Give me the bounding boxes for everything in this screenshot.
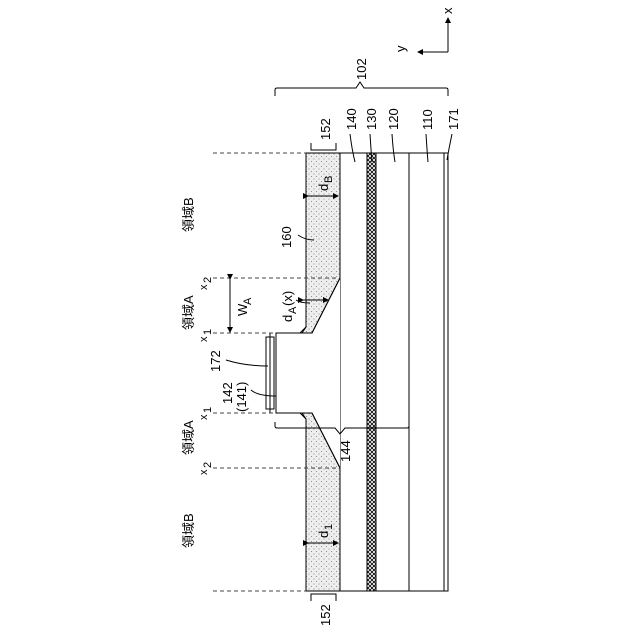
label-142: 142 [220, 382, 235, 404]
svg-text:1: 1 [202, 329, 214, 335]
label-171: 171 [446, 108, 461, 130]
layer-171 [444, 153, 448, 591]
svg-text:2: 2 [202, 277, 214, 283]
svg-text:x: x [198, 284, 210, 290]
pos-x2-bottom: x2 [198, 462, 214, 475]
svg-text:x: x [198, 336, 210, 342]
layer-120 [376, 153, 409, 591]
svg-text:x: x [198, 414, 210, 420]
label-152-bottom: 152 [318, 604, 333, 626]
layer-130 [367, 153, 376, 591]
region-a-top: 領域A [181, 295, 196, 330]
svg-text:d: d [316, 531, 331, 538]
label-160: 160 [279, 226, 294, 248]
svg-text:A: A [242, 297, 254, 305]
brace-102 [275, 82, 448, 96]
layer-110 [409, 153, 444, 591]
svg-text:2: 2 [202, 462, 214, 468]
svg-text:1: 1 [323, 524, 335, 530]
svg-text:1: 1 [202, 407, 214, 413]
label-144: 144 [338, 440, 353, 462]
axis-y-label: y [393, 45, 408, 52]
axis-x-label: x [440, 7, 455, 14]
label-152-top: 152 [318, 118, 333, 140]
label-172: 172 [208, 350, 223, 372]
label-140: 140 [344, 108, 359, 130]
svg-text:B: B [323, 176, 335, 183]
axis-indicator: x y [393, 7, 455, 52]
svg-text:d: d [316, 184, 331, 191]
label-102: 102 [354, 58, 369, 80]
layer-140-base [340, 153, 367, 591]
svg-text:x: x [198, 469, 210, 475]
pos-x2-top: x2 [198, 277, 214, 290]
svg-text:d: d [280, 315, 295, 322]
pos-x1-bottom: x1 [198, 407, 214, 420]
label-110: 110 [420, 109, 435, 130]
region-b-bottom: 領域B [181, 513, 196, 548]
region-b-top: 領域B [181, 197, 196, 232]
label-dax: dA(x) [280, 291, 299, 322]
region-a-bottom: 領域A [181, 420, 196, 455]
label-wa: WA [235, 297, 254, 316]
label-120: 120 [386, 108, 401, 130]
pos-x1-top: x1 [198, 329, 214, 342]
label-130: 130 [364, 108, 379, 130]
svg-text:A: A [287, 306, 299, 314]
svg-text:(x): (x) [280, 291, 295, 306]
label-141: (141) [234, 382, 249, 412]
